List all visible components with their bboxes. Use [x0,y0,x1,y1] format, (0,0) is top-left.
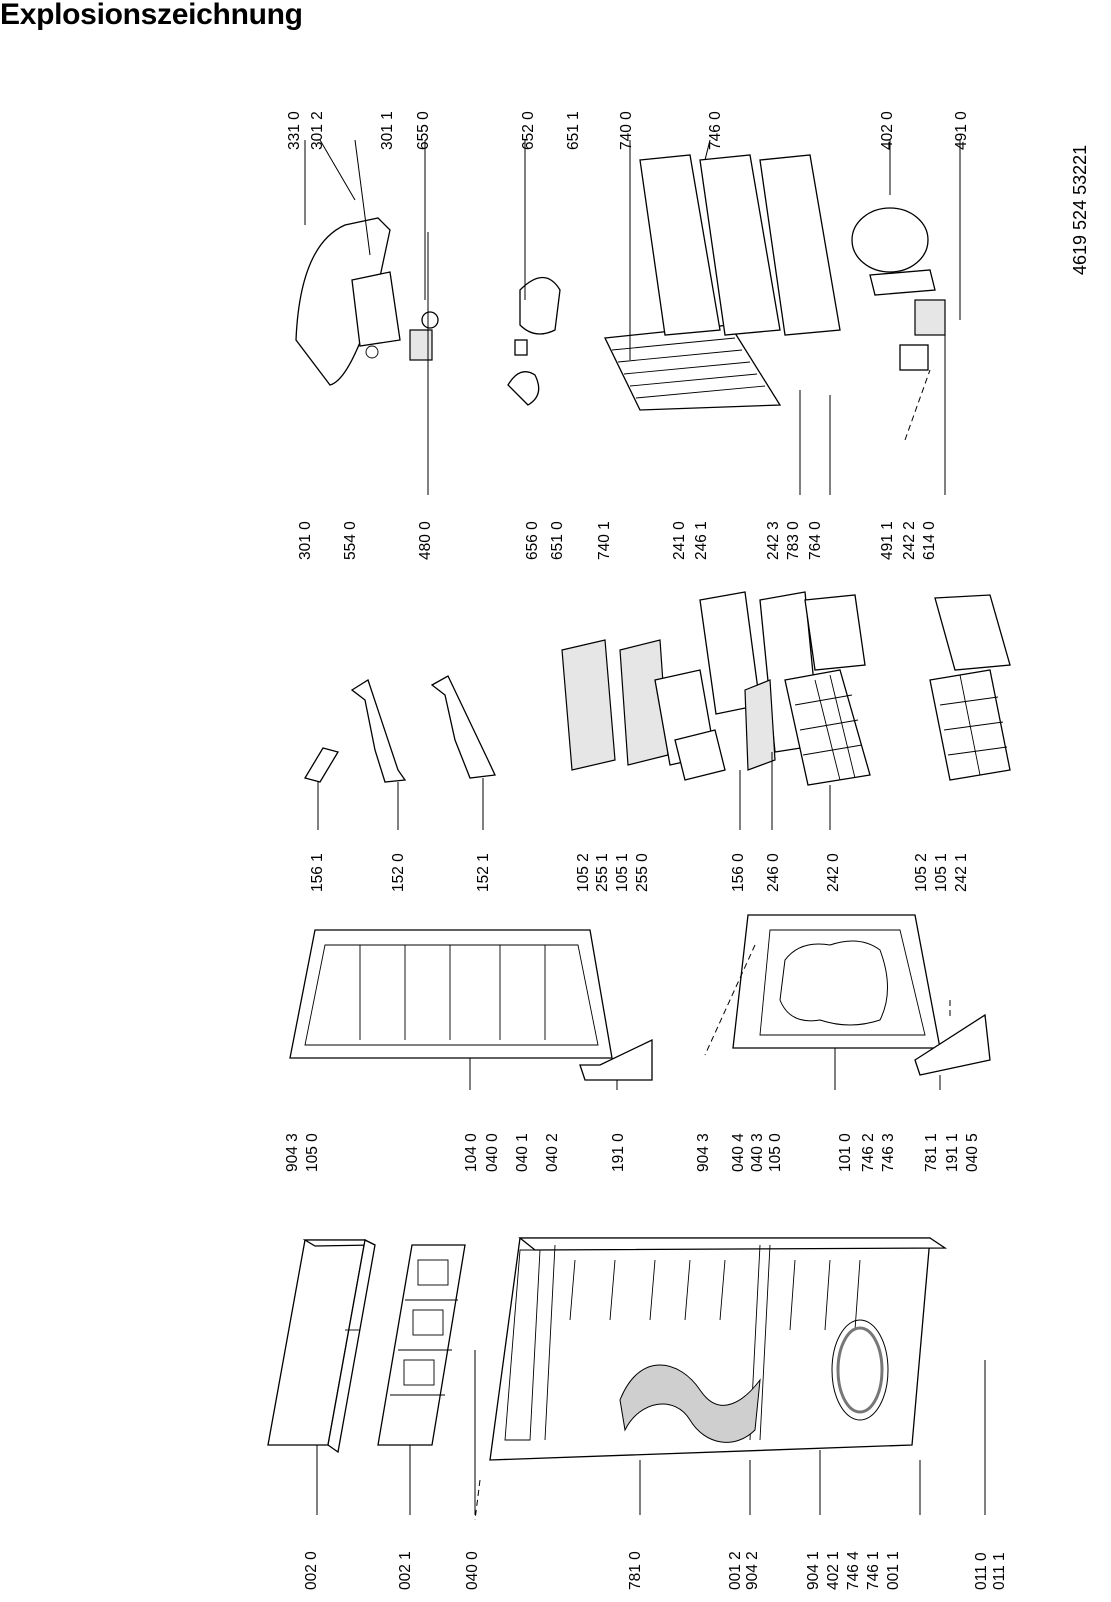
part-callout-label: 904 2 [744,1551,761,1590]
part-callout-label: 746 0 [707,111,724,150]
evaporator [604,154,841,411]
part-callout-label: 040 1 [514,1133,531,1172]
part-callout-label: 242 3 [765,521,782,560]
document-number: 4619 524 53221 [1070,145,1090,275]
leader-lines [304,139,986,1521]
part-callout-label: 105 1 [933,853,950,892]
part-callout-label: 104 0 [463,1133,480,1172]
part-callout-label: 241 0 [671,521,688,560]
part-callout-label: 655 0 [415,111,432,150]
part-callout-label: 246 0 [765,853,782,892]
part-callout-label: 105 0 [304,1133,321,1172]
part-callout-label: 904 3 [284,1133,301,1172]
part-callout-label: 651 1 [565,111,582,150]
part-callout-label: 781 1 [923,1133,940,1172]
part-callout-label: 242 0 [825,853,842,892]
part-callout-label: 301 1 [379,111,396,150]
compressor [851,207,946,371]
part-callout-label: 554 0 [342,521,359,560]
fan-lamp-parts [421,276,561,406]
part-callout-label: 105 2 [913,853,930,892]
part-callout-label: 191 1 [944,1133,961,1172]
part-callout-label: 105 2 [575,853,592,892]
part-callout-label: 740 0 [618,111,635,150]
part-callout-label: 491 1 [879,521,896,560]
cabinet-body [489,1237,948,1461]
part-callout-label: 746 1 [865,1551,882,1590]
cabinet-top-frame [377,1244,466,1446]
part-callout-label: 904 1 [805,1551,822,1590]
part-callout-label: 783 0 [785,521,802,560]
part-callout-label: 001 2 [727,1551,744,1590]
part-callout-label: 246 1 [693,521,710,560]
part-callout-label: 651 0 [549,521,566,560]
part-callout-label: 746 2 [860,1133,877,1172]
part-callout-label: 614 0 [921,521,938,560]
part-callout-label: 105 0 [767,1133,784,1172]
door-shelves [303,675,496,783]
part-callout-label: 301 2 [309,111,326,150]
part-callout-label: 764 0 [807,521,824,560]
glass-shelves [561,591,821,781]
part-callout-label: 480 0 [417,521,434,560]
part-callout-label: 105 1 [614,853,631,892]
part-callout-label: 156 0 [730,853,747,892]
part-callout-label: 040 3 [749,1133,766,1172]
part-callout-label: 152 1 [475,853,492,892]
freezer-door [289,929,653,1081]
part-callout-label: 402 1 [825,1551,842,1590]
part-callout-label: 040 0 [484,1133,501,1172]
part-callout-label: 040 2 [544,1133,561,1172]
part-callout-label: 301 0 [297,521,314,560]
part-callout-label: 740 1 [596,521,613,560]
part-callout-label: 781 0 [627,1551,644,1590]
part-callout-label: 040 4 [730,1133,747,1172]
page-title: Explosionszeichnung [0,0,303,31]
drawer-baskets [784,594,1011,786]
part-callout-label: 904 3 [695,1133,712,1172]
part-callout-label: 242 1 [953,853,970,892]
part-callout-label: 746 4 [845,1551,862,1590]
part-callout-label: 402 0 [879,111,896,150]
part-callout-label: 011 1 [991,1552,1008,1590]
part-callout-label: 156 1 [309,853,326,892]
control-panel [295,217,433,386]
part-callout-label: 746 3 [880,1133,897,1172]
part-callout-label: 255 1 [594,853,611,892]
part-callout-label: 191 0 [610,1133,627,1172]
part-callout-label: 001 1 [885,1551,902,1590]
part-callout-label: 331 0 [286,111,303,150]
part-callout-label: 040 0 [464,1551,481,1590]
part-callout-label: 491 0 [953,111,970,150]
part-callout-label: 152 0 [390,853,407,892]
part-callout-label: 002 1 [397,1551,414,1590]
part-callout-label: 242 2 [901,521,918,560]
fridge-door [732,914,991,1076]
cabinet-lid [267,1239,376,1454]
part-callout-label: 002 0 [303,1551,320,1590]
part-callout-label: 656 0 [524,521,541,560]
part-callout-label: 011 0 [973,1552,990,1590]
part-callout-label: 255 0 [634,853,651,892]
part-callout-label: 652 0 [520,111,537,150]
part-callout-label: 101 0 [837,1133,854,1172]
part-callout-label: 040 5 [964,1133,981,1172]
